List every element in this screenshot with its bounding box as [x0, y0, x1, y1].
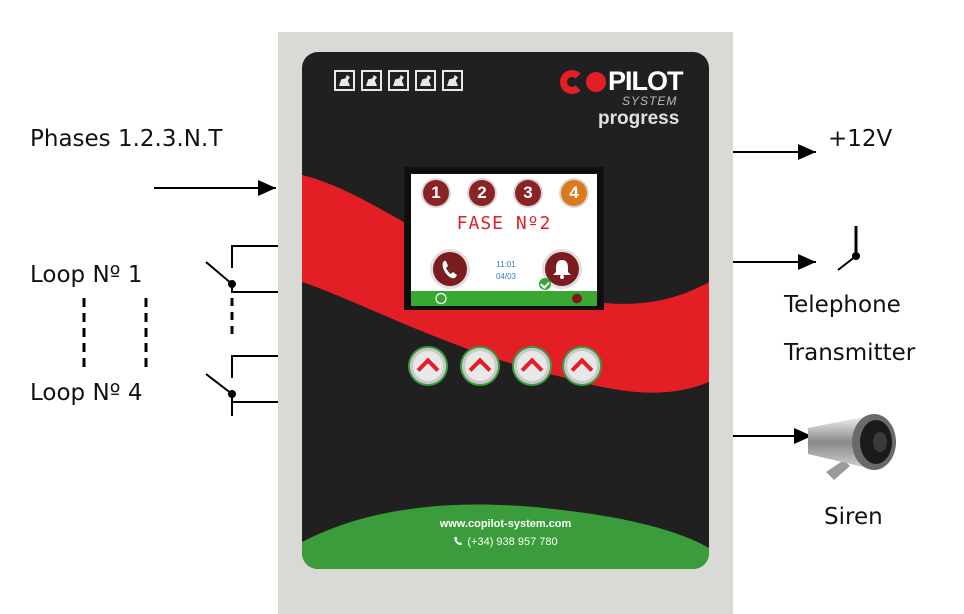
loop4-wire [231, 355, 280, 378]
up-button-1[interactable] [410, 348, 446, 384]
loop4-return-wire [231, 394, 280, 416]
check-icon [539, 278, 551, 290]
model-name: progress [598, 108, 680, 129]
chicken-icon [334, 70, 355, 91]
copilot-logo: PILOT SYSTEM progress [560, 66, 690, 138]
loop1-return-wire [231, 284, 280, 293]
loop4-switch-blade [205, 373, 233, 395]
phase-indicator-3[interactable]: 3 [515, 180, 541, 206]
loop-last-label: Loop Nº 4 [30, 380, 143, 406]
logo-c-mark [560, 69, 584, 94]
phase-indicator-2[interactable]: 2 [469, 180, 495, 206]
phone-icon [454, 537, 463, 546]
loop1-wire [231, 245, 280, 268]
phase-indicator-4[interactable]: 4 [561, 180, 587, 206]
animal-icons [334, 70, 463, 91]
bell-icon [553, 260, 571, 279]
phases-label: Phases 1.2.3.N.T [30, 126, 223, 152]
logo-o-mark [586, 71, 606, 92]
power-label: +12V [828, 126, 893, 152]
telephone-label: Telephone [784, 292, 901, 318]
brand-subtitle: SYSTEM [622, 94, 678, 108]
call-button[interactable] [433, 252, 467, 286]
siren-icon [808, 414, 896, 480]
rabbit-icon [361, 70, 382, 91]
loop-first-label: Loop Nº 1 [30, 262, 143, 288]
pig-icon [388, 70, 409, 91]
up-button-2[interactable] [462, 348, 498, 384]
loop1-switch-blade [205, 261, 233, 285]
lcd-screen: 1 2 3 4 FASE Nº2 11:01 04/03 [404, 167, 604, 310]
phone-number: (+34) 938 957 780 [467, 536, 558, 548]
status-bar [411, 291, 597, 306]
chevron-up-icon [416, 357, 440, 381]
siren-label: Siren [824, 504, 883, 530]
alarm-button[interactable] [545, 252, 579, 286]
clock-date: 04/03 [495, 272, 517, 281]
up-button-4[interactable] [564, 348, 600, 384]
chevron-up-icon [468, 357, 492, 381]
brand-name: PILOT [608, 66, 683, 96]
phone-line: (+34) 938 957 780 [302, 536, 709, 548]
standby-icon[interactable] [435, 292, 447, 305]
up-button-3[interactable] [514, 348, 550, 384]
phase-title: FASE Nº2 [456, 213, 552, 234]
phone-icon [442, 261, 457, 279]
telephone-switch-blade [837, 255, 857, 271]
chevron-up-icon [570, 357, 594, 381]
clock-time: 11:01 [496, 260, 516, 269]
chevron-up-icon [520, 357, 544, 381]
stop-icon[interactable] [572, 293, 582, 304]
bull-icon [442, 70, 463, 91]
phase-indicator-1[interactable]: 1 [423, 180, 449, 206]
transmitter-label: Transmitter [784, 340, 916, 366]
website-text: www.copilot-system.com [439, 518, 572, 530]
control-panel: PILOT SYSTEM progress 1 2 3 4 FASE Nº2 1… [302, 52, 709, 569]
lcd-display: 1 2 3 4 FASE Nº2 11:01 04/03 [411, 174, 597, 306]
cow-icon [415, 70, 436, 91]
